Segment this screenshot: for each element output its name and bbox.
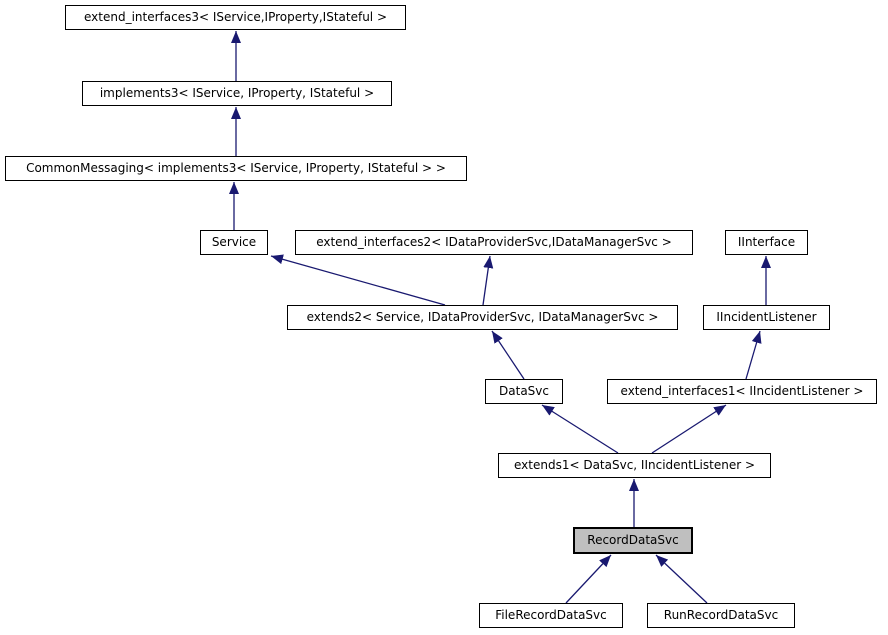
inheritance-arrow-extends1-DataSvc — [541, 404, 619, 454]
node-record-datasvc: RecordDataSvc — [573, 527, 693, 554]
inheritance-arrow-DataSvc-extends2 — [491, 330, 525, 380]
node-extends1[interactable]: extends1< DataSvc, IIncidentListener > — [498, 453, 771, 478]
inheritance-arrow-extend_interfaces1-IIncidentListener — [745, 330, 762, 380]
node-iincident-listener[interactable]: IIncidentListener — [703, 305, 830, 330]
node-iinterface[interactable]: IInterface — [725, 230, 808, 255]
inheritance-arrow-extends1-extend_interfaces1 — [651, 404, 727, 454]
inheritance-arrow-FileRecordDataSvc-RecordDataSvc — [565, 554, 612, 604]
node-extend-interfaces3[interactable]: extend_interfaces3< IService,IProperty,I… — [65, 5, 406, 30]
inheritance-arrow-extends2-Service — [270, 254, 446, 306]
node-implements3[interactable]: implements3< IService, IProperty, IState… — [82, 81, 392, 106]
node-run-record-datasvc[interactable]: RunRecordDataSvc — [647, 603, 795, 628]
node-service[interactable]: Service — [200, 230, 268, 255]
node-extend-interfaces1[interactable]: extend_interfaces1< IIncidentListener > — [607, 379, 877, 404]
inheritance-arrow-RunRecordDataSvc-RecordDataSvc — [655, 554, 708, 604]
node-extend-interfaces2[interactable]: extend_interfaces2< IDataProviderSvc,IDa… — [295, 230, 693, 255]
node-file-record-datasvc[interactable]: FileRecordDataSvc — [479, 603, 623, 628]
node-datasvc[interactable]: DataSvc — [485, 379, 563, 404]
node-extends2[interactable]: extends2< Service, IDataProviderSvc, IDa… — [287, 305, 678, 330]
inheritance-arrow-extends2-extend_interfaces2 — [482, 255, 494, 306]
node-common-messaging[interactable]: CommonMessaging< implements3< IService, … — [5, 156, 467, 181]
